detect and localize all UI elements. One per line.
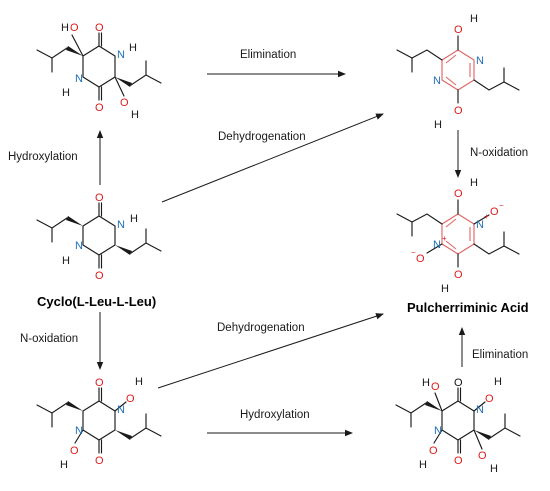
svg-text:O: O: [454, 105, 463, 117]
svg-text:H: H: [130, 213, 138, 225]
svg-text:H: H: [129, 42, 137, 54]
svg-text:H: H: [60, 459, 68, 471]
svg-text:H: H: [470, 177, 478, 189]
svg-text:N: N: [433, 239, 441, 251]
svg-text:N: N: [117, 49, 125, 61]
svg-text:H: H: [490, 463, 498, 475]
label-hydroxylation-left: Hydroxylation: [8, 151, 78, 163]
label-n-oxidation-left: N-oxidation: [20, 333, 78, 345]
svg-text:H: H: [61, 22, 69, 34]
svg-text:O: O: [95, 22, 104, 34]
label-hydroxylation-bottom: Hydroxylation: [240, 409, 310, 421]
molecule-cyclo-leu-leu: O O N H N H: [36, 192, 162, 282]
svg-text:O: O: [478, 450, 487, 462]
step-labels: Elimination Dehydrogenation Hydroxylatio…: [8, 49, 528, 421]
svg-text:O: O: [126, 393, 135, 405]
svg-text:N: N: [476, 404, 484, 416]
compound-name-pulcherriminic: Pulcherriminic Acid: [407, 300, 529, 315]
svg-text:N: N: [476, 55, 484, 67]
svg-text:O: O: [95, 455, 104, 467]
svg-text:N: N: [476, 219, 484, 231]
label-elimination-top: Elimination: [240, 49, 296, 61]
molecule-tetrahydroxy-dkp: O O H O N O H N O H O H: [395, 376, 521, 475]
svg-text:O: O: [454, 24, 463, 36]
label-dehydrogenation-bottom: Dehydrogenation: [217, 322, 305, 334]
svg-text:H: H: [470, 13, 478, 25]
svg-text:H: H: [62, 87, 70, 99]
svg-text:O: O: [95, 192, 104, 204]
svg-text:N: N: [433, 75, 441, 87]
svg-text:N: N: [75, 425, 83, 437]
svg-text:O: O: [485, 393, 494, 405]
svg-text:O: O: [429, 445, 438, 457]
molecule-hydroxylated-dkp: O O H O N H N H O H: [36, 22, 162, 121]
svg-text:O: O: [120, 97, 129, 109]
svg-text:H: H: [422, 377, 430, 389]
svg-text:O: O: [454, 269, 463, 281]
svg-text:H: H: [494, 376, 502, 388]
svg-text:H: H: [131, 109, 139, 121]
svg-text:N: N: [75, 73, 83, 85]
svg-text:O: O: [431, 381, 440, 393]
svg-text:O: O: [95, 102, 104, 114]
svg-text:−: −: [499, 201, 504, 210]
svg-text:O: O: [95, 377, 104, 389]
svg-text:O: O: [95, 270, 104, 282]
compound-name-cyclo: Cyclo(L-Leu-L-Leu): [37, 294, 156, 309]
label-dehydrogenation-top: Dehydrogenation: [218, 131, 306, 143]
svg-text:O: O: [416, 253, 425, 265]
molecule-pyrazine-diol: O H N N O H: [396, 13, 520, 131]
svg-text:O: O: [70, 22, 79, 34]
label-n-oxidation-right: N-oxidation: [470, 147, 528, 159]
svg-text:H: H: [419, 459, 427, 471]
molecule-pulcherriminic-acid: O H N + O − N + O − O H: [396, 177, 520, 295]
svg-text:N: N: [117, 219, 125, 231]
reaction-arrows: [96, 70, 466, 437]
arrow-dehydrogenation-top: [161, 113, 384, 203]
svg-text:H: H: [441, 283, 449, 295]
svg-text:N: N: [117, 404, 125, 416]
svg-text:−: −: [411, 248, 416, 257]
svg-text:O: O: [454, 455, 463, 467]
svg-text:H: H: [434, 119, 442, 131]
svg-text:O: O: [490, 206, 499, 218]
svg-text:O: O: [70, 445, 79, 457]
svg-text:+: +: [484, 212, 489, 221]
svg-text:N: N: [434, 425, 442, 437]
label-elimination-right: Elimination: [472, 349, 528, 361]
molecule-n-hydroxy-dkp: O O N O H N O H: [36, 376, 162, 471]
svg-text:O: O: [454, 188, 463, 200]
svg-text:O: O: [454, 377, 463, 389]
svg-text:N: N: [75, 240, 83, 252]
svg-text:H: H: [62, 255, 70, 267]
svg-text:+: +: [442, 234, 447, 243]
arrow-dehydrogenation-bottom: [157, 313, 384, 389]
svg-text:H: H: [135, 376, 143, 388]
